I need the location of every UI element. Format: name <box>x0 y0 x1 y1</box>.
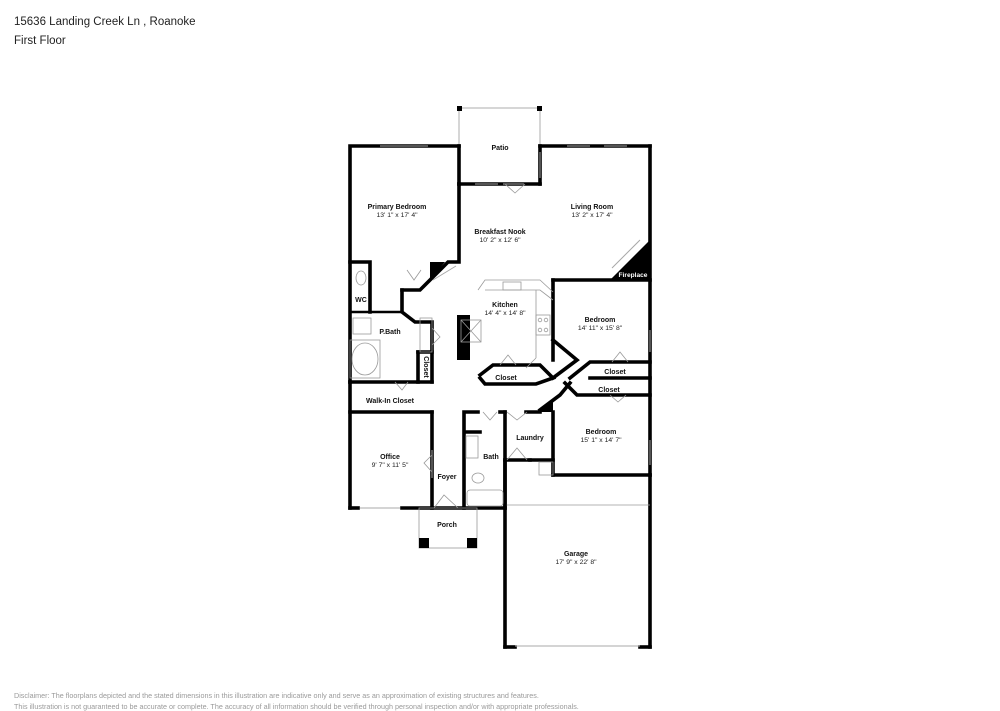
label-closet-kitchen: Closet <box>495 375 517 382</box>
label-foyer: Foyer <box>437 474 456 481</box>
dims-kitchen: 14' 4" x 14' 8" <box>484 310 526 317</box>
label-laundry: Laundry <box>516 435 544 442</box>
label-closet-bedroom-2: Closet <box>604 369 626 376</box>
porch <box>418 507 478 549</box>
label-bedroom-3: Bedroom <box>586 429 617 436</box>
property-address: 15636 Landing Creek Ln , Roanoke <box>14 16 196 28</box>
floor-label: First Floor <box>14 35 66 47</box>
dims-office: 9' 7" x 11' 5" <box>372 462 409 469</box>
interior-walls <box>348 182 652 510</box>
label-breakfast-nook: Breakfast Nook <box>474 229 525 236</box>
label-bedroom-2: Bedroom <box>585 317 616 324</box>
dims-living-room: 13' 2" x 17' 4" <box>571 212 613 219</box>
dims-primary-bedroom: 13' 1" x 17' 4" <box>376 212 418 219</box>
label-office: Office <box>380 454 400 461</box>
label-kitchen: Kitchen <box>492 302 518 309</box>
label-closet-bedroom-3: Closet <box>598 387 620 394</box>
label-patio: Patio <box>491 145 508 152</box>
label-wc: WC <box>355 297 367 304</box>
label-pbath: P.Bath <box>379 329 400 336</box>
label-porch: Porch <box>437 522 457 529</box>
label-bath: Bath <box>483 454 499 461</box>
fireplace: Fireplace <box>610 239 650 280</box>
room-labels: Patio Primary Bedroom 13' 1" x 17' 4" Br… <box>355 145 626 566</box>
dims-garage: 17' 9" x 22' 8" <box>555 559 597 566</box>
label-walkin-closet: Walk-In Closet <box>366 398 415 405</box>
label-closet-pbath: Closet <box>422 356 429 378</box>
dims-breakfast-nook: 10' 2" x 12' 6" <box>479 237 521 244</box>
label-primary-bedroom: Primary Bedroom <box>368 204 427 211</box>
svg-text:Fireplace: Fireplace <box>619 272 648 279</box>
dims-bedroom-3: 15' 1" x 14' 7" <box>580 437 622 444</box>
label-living-room: Living Room <box>571 204 613 211</box>
label-garage: Garage <box>564 551 588 558</box>
dims-bedroom-2: 14' 11" x 15' 8" <box>578 325 623 332</box>
disclaimer-line-1: Disclaimer: The floorplans depicted and … <box>14 691 539 700</box>
